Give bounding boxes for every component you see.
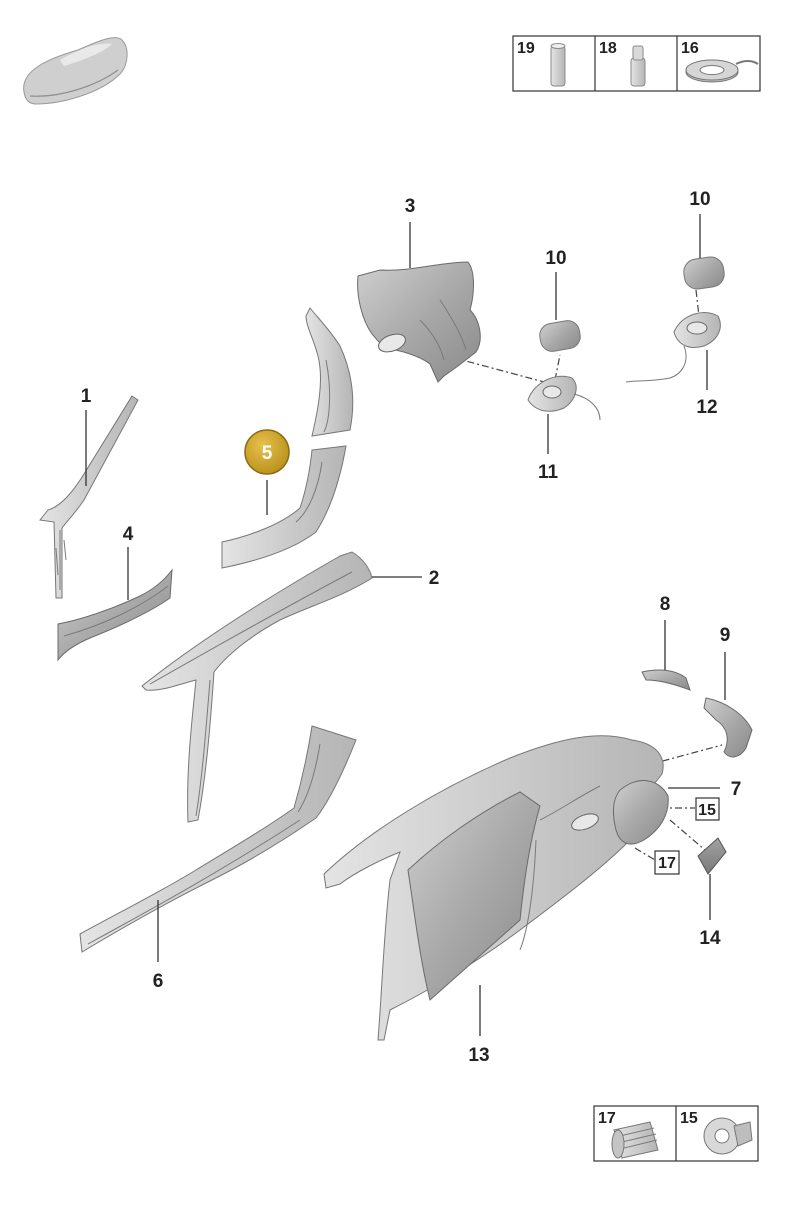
legend-top-frame	[512, 35, 761, 92]
part-4-sill-inner	[57, 568, 173, 662]
callout-10-right[interactable]: 10	[689, 189, 710, 210]
plug-15-icon	[703, 1117, 753, 1155]
callout-11[interactable]: 11	[538, 462, 559, 483]
callout-3[interactable]: 3	[405, 196, 416, 217]
part-12-housing	[625, 312, 721, 383]
callout-numbers: 1 2 3 4 6 7 8 9 10 10 11 12 13 14	[81, 189, 742, 1066]
callout-13[interactable]: 13	[468, 1045, 489, 1066]
boxed-ref-15[interactable]: 15	[695, 797, 720, 821]
legend-bottom-label-15: 15	[680, 1110, 698, 1127]
part-7-wheelhouse	[612, 780, 669, 845]
part-3-quarter-inner	[357, 261, 481, 383]
leader-lines	[85, 214, 726, 1036]
part-1-a-pillar	[39, 395, 139, 599]
callout-7[interactable]: 7	[731, 779, 742, 800]
boxed-ref-17-label: 17	[658, 855, 676, 872]
part-11-housing	[527, 375, 601, 421]
part-13-outer-rear	[323, 735, 664, 1041]
tape-roll-16-icon	[685, 59, 759, 83]
pin-18-icon	[630, 45, 646, 87]
part-6-sill-outer	[79, 725, 357, 953]
callout-9[interactable]: 9	[720, 625, 731, 646]
callout-5-highlight[interactable]: 5	[244, 429, 290, 475]
callout-8[interactable]: 8	[660, 594, 671, 615]
callout-1[interactable]: 1	[81, 386, 92, 407]
part-5-inner-pillar	[221, 307, 354, 569]
legend-bottom-label-17: 17	[598, 1110, 616, 1127]
pin-19-icon	[550, 43, 566, 87]
callout-2[interactable]: 2	[429, 568, 440, 589]
callout-5-label: 5	[262, 443, 273, 464]
callout-12[interactable]: 12	[696, 397, 717, 418]
boxed-ref-17[interactable]: 17	[654, 850, 680, 875]
boxed-ref-15-label: 15	[698, 802, 716, 819]
car-thumbnail-icon	[23, 37, 128, 105]
legend-top-label-19: 19	[517, 40, 535, 57]
part-2-outer-front	[141, 551, 373, 823]
callout-14[interactable]: 14	[699, 928, 721, 949]
rivet-nut-17-icon	[611, 1121, 659, 1159]
part-9-bracket	[703, 697, 753, 758]
part-10-cap-right	[683, 256, 725, 290]
part-10-cap-left	[539, 320, 581, 352]
legend-top: 19 18 16	[512, 35, 761, 92]
legend-bottom: 17 15	[593, 1105, 759, 1162]
part-8-bracket	[641, 669, 691, 691]
part-14-plate	[697, 837, 727, 875]
callout-10-left[interactable]: 10	[545, 248, 566, 269]
legend-top-label-18: 18	[599, 40, 617, 57]
legend-top-label-16: 16	[681, 40, 699, 57]
callout-6[interactable]: 6	[153, 971, 164, 992]
callout-4[interactable]: 4	[123, 524, 134, 545]
